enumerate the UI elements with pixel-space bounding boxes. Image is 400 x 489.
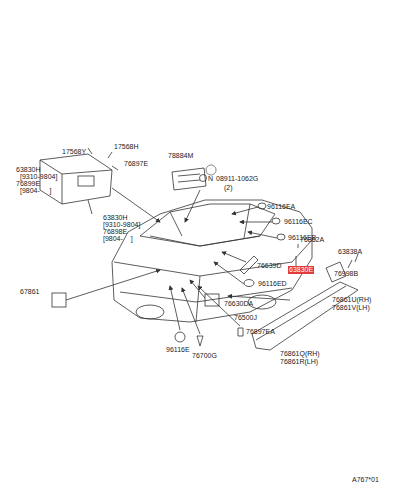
part-number: 76861U(RH) (332, 296, 371, 304)
highlighted-part-number: 63830E (288, 266, 314, 274)
part-number: 76861R(LH) (280, 358, 318, 366)
part-number: 63830H (103, 214, 128, 222)
part-number: N (208, 175, 213, 183)
part-number: 08911-1062G (216, 175, 258, 183)
part-number: A767*01 (352, 476, 379, 484)
part-number: 63838A (338, 248, 362, 256)
part-number: 78884M (168, 152, 193, 160)
part-number: 67861 (20, 288, 39, 296)
part-number: 96116E (166, 346, 190, 354)
part-number: 76862A (300, 236, 324, 244)
part-number: [9804- ] (103, 235, 133, 243)
part-number: 76500J (234, 314, 257, 322)
part-number: 96116EC (284, 218, 313, 226)
part-number: 76998B (334, 270, 358, 278)
part-number: 76639D (257, 262, 282, 270)
part-number: (2) (224, 184, 233, 192)
part-number: 17568Y (62, 148, 86, 156)
part-number: 76899E (16, 180, 40, 188)
part-number: 76630DA (224, 300, 253, 308)
part-number: 96116ED (258, 280, 287, 288)
part-number: 76861V(LH) (332, 304, 370, 312)
part-number: 76700G (192, 352, 217, 360)
part-number: [9804- ] (20, 187, 52, 195)
part-number: 63830H (16, 166, 41, 174)
part-number: 76861Q(RH) (280, 350, 320, 358)
part-number: 17568H (114, 143, 139, 151)
part-number: [9310-9804] (103, 221, 140, 229)
part-number: 76898E (103, 228, 127, 236)
part-number: 76897EA (246, 328, 275, 336)
part-number: 76897E (124, 160, 148, 168)
part-number: [9310-9804] (20, 173, 57, 181)
part-number: 96116EA (267, 203, 295, 211)
